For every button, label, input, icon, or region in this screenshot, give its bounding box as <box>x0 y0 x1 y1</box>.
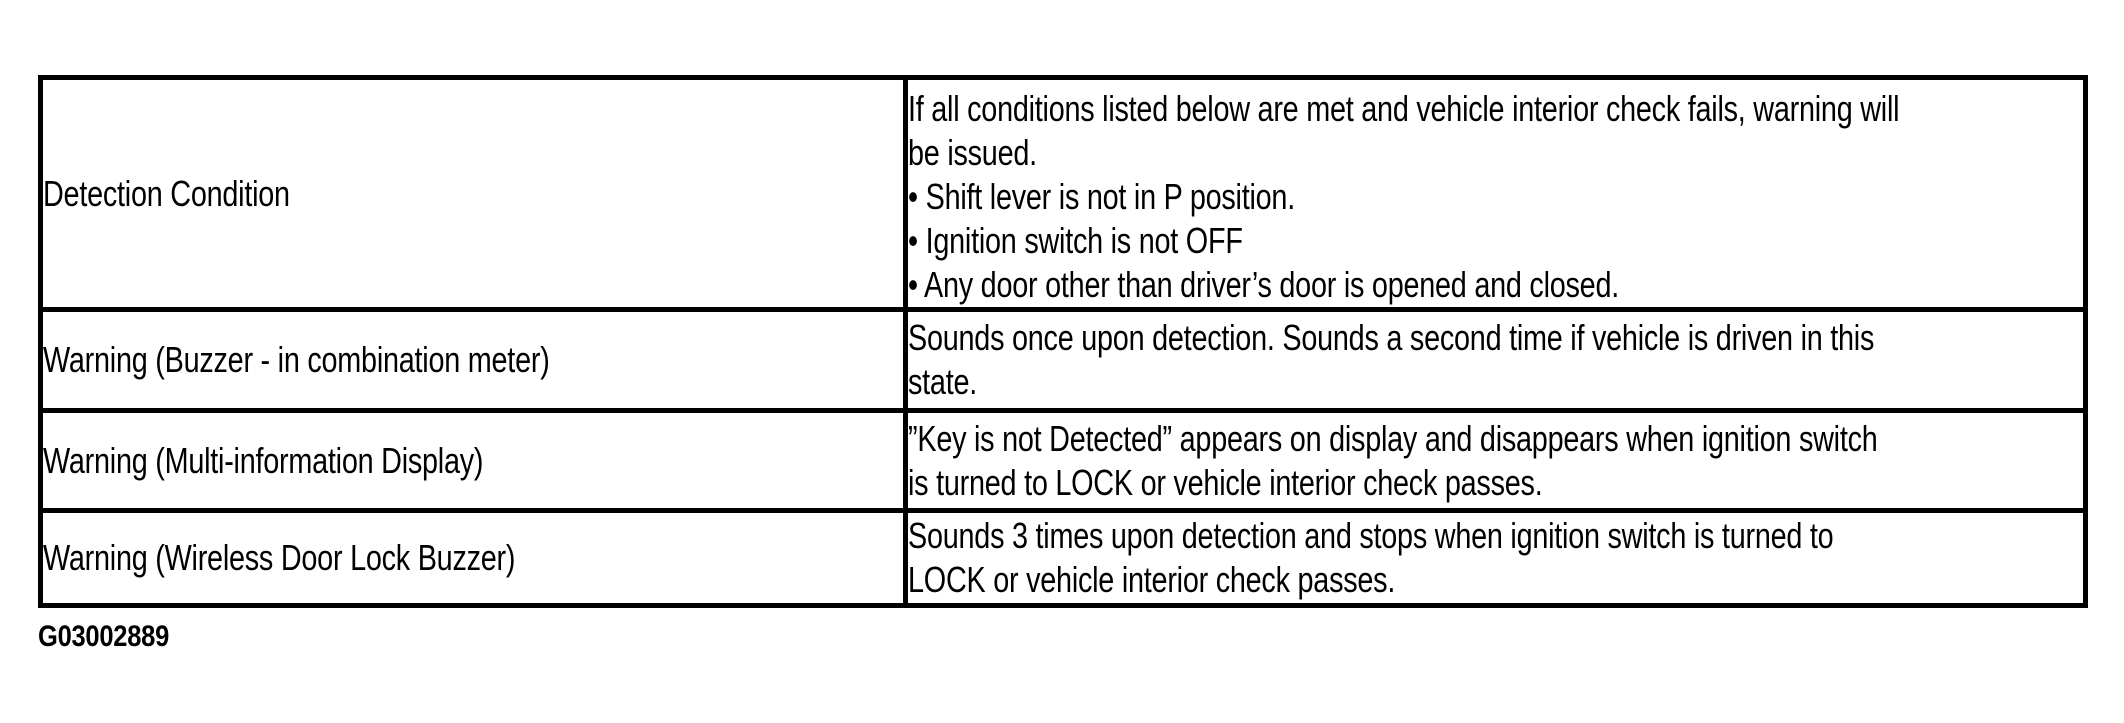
row-label-cell: Warning (Buzzer - in combination meter) <box>38 307 908 413</box>
row-label: Detection Condition <box>43 172 291 214</box>
content-line: If all conditions listed below are met a… <box>908 88 1900 129</box>
row-label: Warning (Multi-information Display) <box>43 439 484 481</box>
content-line: LOCK or vehicle interior check passes. <box>908 559 1396 600</box>
figure-code: G03002889 <box>38 620 170 653</box>
content-line: Sounds once upon detection. Sounds a sec… <box>908 317 1875 358</box>
table-row-warning-buzzer: Warning (Buzzer - in combination meter) … <box>38 307 2088 413</box>
content-line-bullet: • Shift lever is not in P position. <box>908 176 1296 217</box>
row-label-cell: Warning (Multi-information Display) <box>38 408 908 513</box>
row-content-cell: If all conditions listed below are met a… <box>903 75 2088 312</box>
row-content-cell: Sounds 3 times upon detection and stops … <box>903 508 2088 608</box>
row-content-cell: ”Key is not Detected” appears on display… <box>903 408 2088 513</box>
table-row-detection-condition: Detection Condition If all conditions li… <box>38 75 2088 312</box>
content-line-bullet: • Ignition switch is not OFF <box>908 220 1243 261</box>
row-label: Warning (Buzzer - in combination meter) <box>43 339 550 380</box>
content-line-bullet: • Any door other than driver’s door is o… <box>908 264 1620 305</box>
row-label-cell: Warning (Wireless Door Lock Buzzer) <box>38 508 908 608</box>
row-label-cell: Detection Condition <box>38 75 908 312</box>
content-line: be issued. <box>908 132 1038 173</box>
content-line: is turned to LOCK or vehicle interior ch… <box>908 461 1543 503</box>
detection-warning-spec-table: Detection Condition If all conditions li… <box>38 75 2088 608</box>
row-label: Warning (Wireless Door Lock Buzzer) <box>43 537 516 578</box>
content-line: Sounds 3 times upon detection and stops … <box>908 515 1834 557</box>
row-content-cell: Sounds once upon detection. Sounds a sec… <box>903 307 2088 413</box>
table-row-warning-wireless-door-lock-buzzer: Warning (Wireless Door Lock Buzzer) Soun… <box>38 508 2088 608</box>
content-line: state. <box>908 361 978 402</box>
table-row-warning-multi-information-display: Warning (Multi-information Display) ”Key… <box>38 408 2088 513</box>
content-line: ”Key is not Detected” appears on display… <box>908 417 1878 459</box>
